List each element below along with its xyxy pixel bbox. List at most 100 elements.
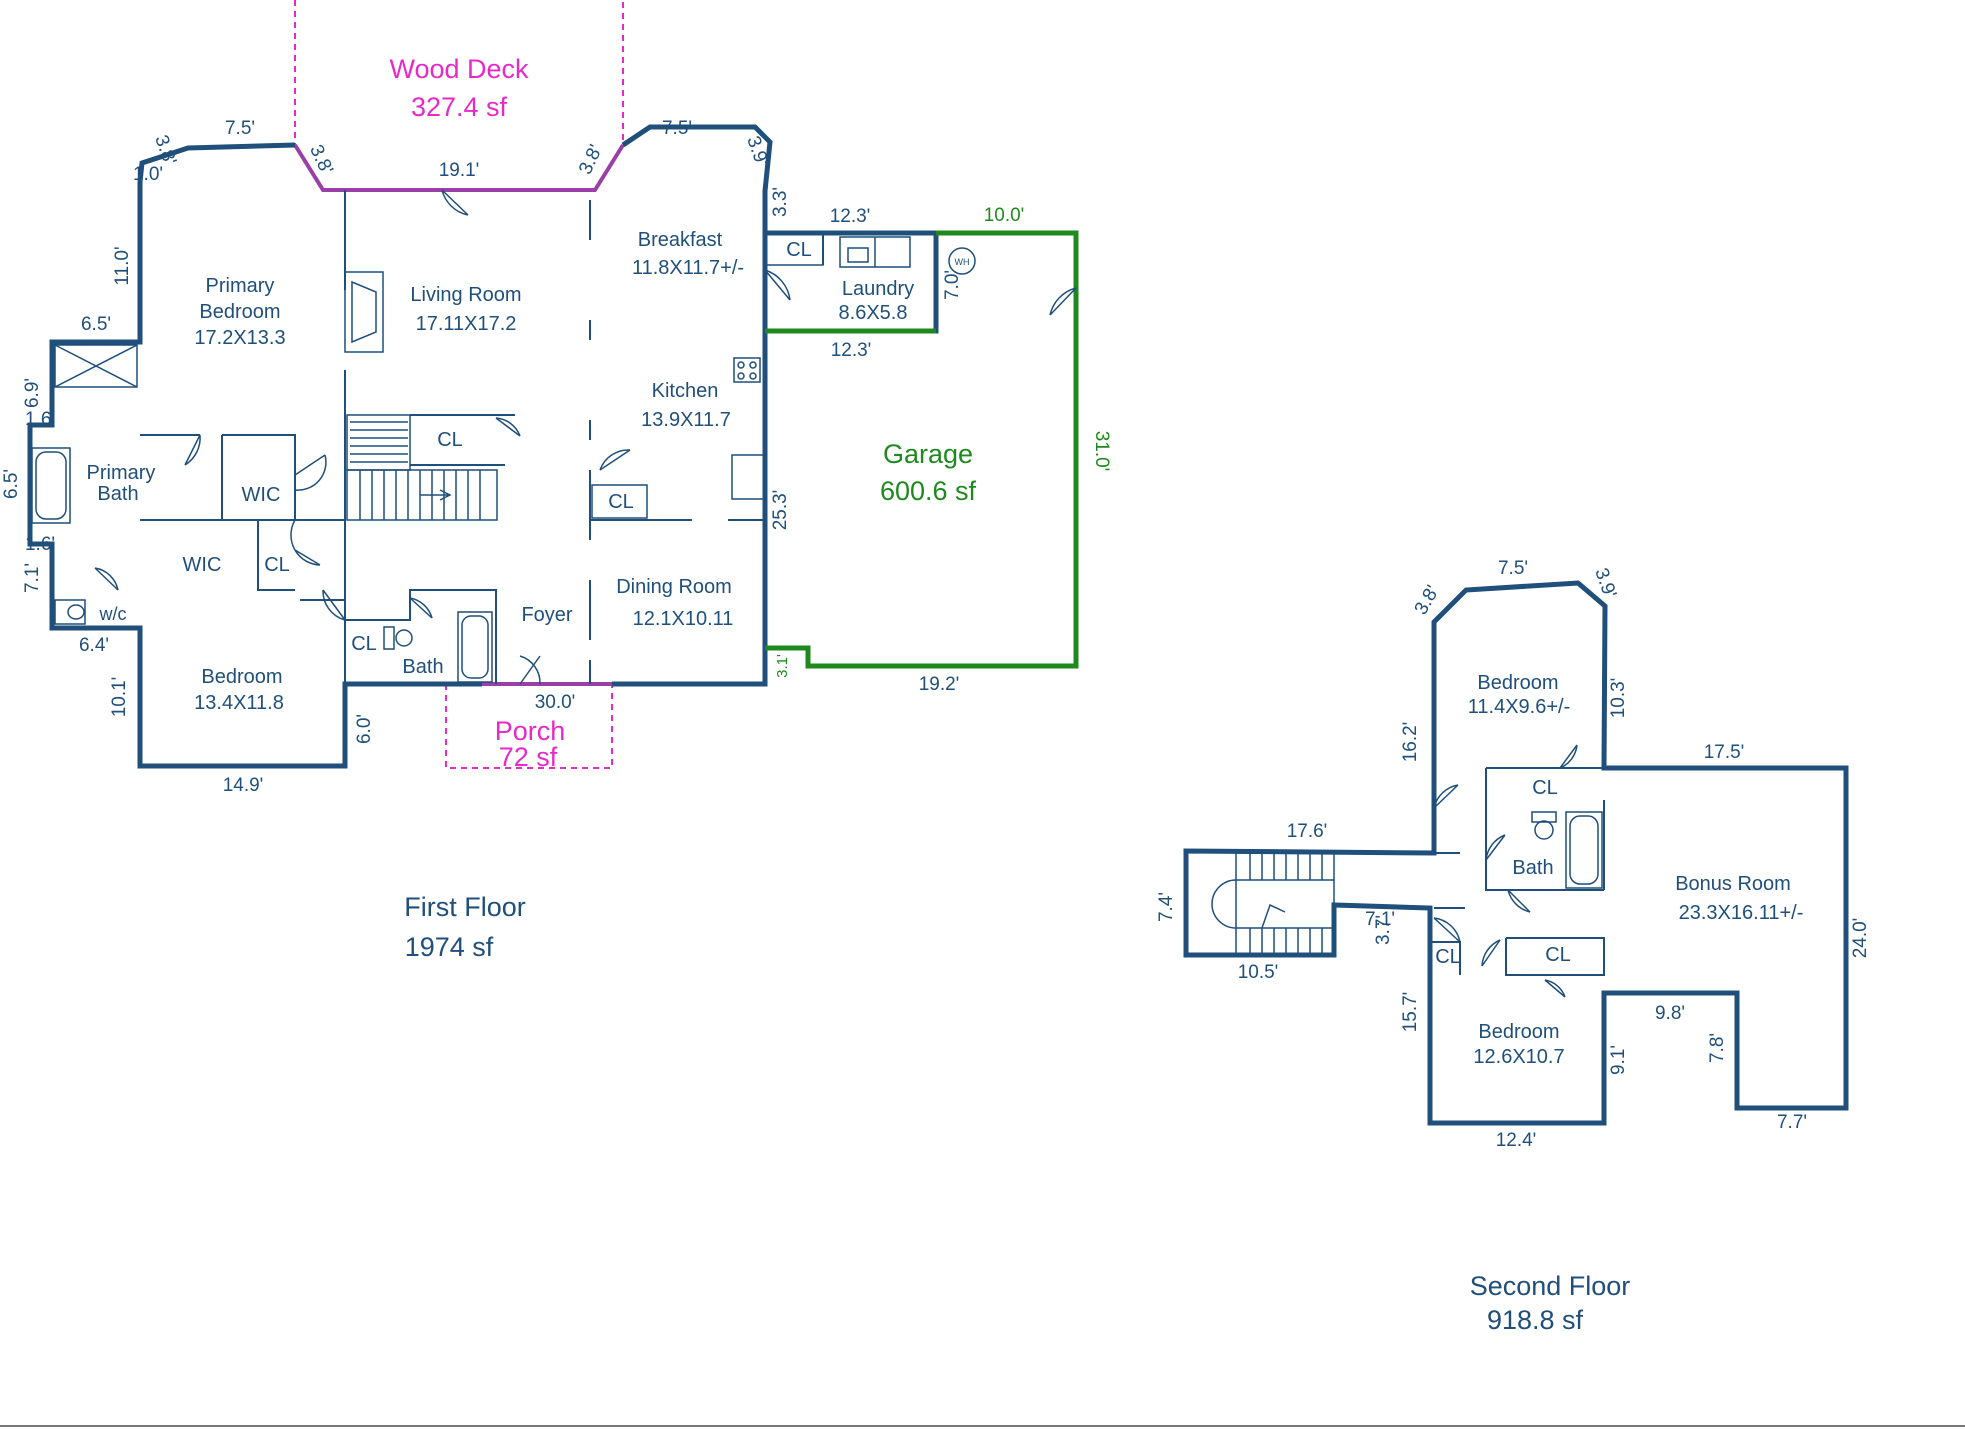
dim-label: 19.1' [439, 160, 480, 181]
second-floor-doors [1433, 744, 1578, 998]
cl-small-label[interactable]: CL [1435, 946, 1461, 968]
primary-bedroom-line1: Primary [206, 275, 275, 297]
first-floor-exterior-wall [27, 124, 773, 769]
wic-1-label[interactable]: WIC [242, 484, 281, 506]
toilet-icon [54, 599, 86, 625]
wood-deck-label: Wood Deck [389, 54, 529, 84]
range-icon [733, 357, 761, 383]
dim-label: 12.4' [1496, 1130, 1537, 1151]
water-heater-icon: WH [948, 247, 976, 275]
wood-deck-area: 327.4 sf [411, 92, 508, 122]
dim-label: 30.0' [535, 692, 576, 713]
cl-bath-label[interactable]: CL [1532, 777, 1558, 799]
cl-kitchen-label[interactable]: CL [608, 491, 634, 513]
dining-room-size: 12.1X10.11 [633, 608, 734, 630]
washer-dryer-icon [839, 236, 911, 268]
bathtub-icon [31, 447, 71, 524]
dim-label: 3.8' [1411, 582, 1444, 619]
refrigerator-icon [731, 454, 765, 500]
dim-label: 1.6' [25, 534, 55, 555]
dim-label: 6.9' [22, 378, 43, 408]
cl-breakfast-label[interactable]: CL [786, 239, 812, 261]
cl-hall-label[interactable]: CL [351, 633, 377, 655]
dim-label: 3.3' [770, 187, 791, 217]
kitchen-name: Kitchen [652, 380, 719, 402]
laundry-name: Laundry [842, 278, 914, 300]
second-floor-area: 918.8 sf [1487, 1305, 1584, 1335]
dim-label: 7.1' [22, 563, 43, 593]
dim-label: 9.8' [1655, 1003, 1685, 1024]
dim-label: 7.4' [1156, 892, 1177, 922]
dim-label: 12.3' [830, 206, 871, 227]
cl-stairs-label[interactable]: CL [437, 429, 463, 451]
dim-label: 6.0' [354, 714, 375, 744]
second-bath-label: Bath [1512, 857, 1553, 879]
hall-bathtub-icon [457, 611, 493, 683]
first-floor: WH Wood Deck 327.4 sf Porch 72 sf Garage… [1, 0, 1112, 962]
dim-label: 1.0' [133, 164, 163, 185]
first-floor-area: 1974 sf [405, 932, 494, 962]
primary-bath-line2: Bath [97, 483, 138, 505]
shower-icon [54, 344, 138, 388]
second-floor: Bedroom 11.4X9.6+/- Bath Bonus Room 23.3… [1156, 558, 1871, 1335]
garage-area: 600.6 sf [880, 476, 977, 506]
doors [94, 189, 1077, 685]
dim-label: 10.0' [984, 205, 1025, 226]
dim-label: 10.3' [1608, 678, 1629, 719]
wc-label: w/c [99, 604, 127, 624]
dim-label: 6.4' [79, 635, 109, 656]
dim-label: 11.0' [112, 246, 133, 285]
bedroom-upper-size: 11.4X9.6+/- [1468, 696, 1570, 718]
primary-bedroom-size: 17.2X13.3 [194, 327, 285, 349]
kitchen-size: 13.9X11.7 [641, 409, 731, 431]
cl-wic2-label[interactable]: CL [264, 554, 290, 576]
dim-label: 10.5' [1238, 962, 1279, 983]
dim-label: 7.0' [942, 270, 963, 300]
kitchen-closet[interactable] [591, 484, 648, 519]
dim-label: 7.1' [1365, 909, 1395, 930]
bedroom-name: Bedroom [201, 666, 282, 688]
dim-label: 7.5' [662, 118, 692, 139]
dim-label: 6.5' [81, 314, 111, 335]
garage-wall [765, 230, 1079, 669]
primary-bedroom-line2: Bedroom [199, 301, 280, 323]
dim-label: 3.8' [150, 132, 180, 167]
hall-toilet-icon [383, 626, 413, 650]
dim-label: 7.8' [1707, 1033, 1728, 1063]
foyer-label: Foyer [521, 604, 572, 626]
wic-2-label[interactable]: WIC [183, 554, 222, 576]
dim-label: 7.7' [1777, 1112, 1807, 1133]
breakfast-size: 11.8X11.7+/- [632, 257, 744, 279]
bedroom-upper-name: Bedroom [1477, 672, 1558, 694]
dim-label: 3.7' [1373, 915, 1394, 945]
dim-label: 15.7' [1400, 992, 1421, 1033]
deck-wall [293, 143, 625, 192]
fireplace-icon [344, 271, 384, 353]
porch-outline [445, 684, 613, 769]
dim-label: 10.1' [109, 677, 130, 718]
living-room-name: Living Room [410, 284, 521, 306]
second-bath-tub-icon [1565, 811, 1603, 889]
dim-label: 16.2' [1400, 722, 1421, 763]
breakfast-closet[interactable] [764, 232, 824, 266]
dim-label: 9.1' [1608, 1045, 1629, 1075]
porch-label: Porch [495, 716, 566, 746]
bedroom-lower-name: Bedroom [1478, 1021, 1559, 1043]
dining-room-name: Dining Room [616, 576, 732, 598]
laundry-size: 8.6X5.8 [839, 302, 908, 324]
bonus-room-size: 23.3X16.11+/- [1679, 902, 1804, 924]
breakfast-name: Breakfast [638, 229, 723, 251]
dim-label: 1.6' [25, 409, 55, 430]
dim-label: 17.6' [1287, 821, 1328, 842]
cl-lower-label[interactable]: CL [1545, 944, 1571, 966]
dim-label: 17.5' [1704, 742, 1745, 763]
dim-label: 25.3' [770, 490, 791, 531]
interior-walls [140, 190, 824, 684]
dim-label: 24.0' [1850, 918, 1871, 959]
dim-label: 12.3' [831, 340, 872, 361]
second-bath-toilet-icon [1531, 811, 1557, 840]
dim-label: 7.5' [1498, 558, 1528, 579]
living-room-size: 17.11X17.2 [416, 313, 517, 335]
dim-label: 6.5' [1, 469, 22, 499]
dim-label: 19.2' [919, 674, 960, 695]
